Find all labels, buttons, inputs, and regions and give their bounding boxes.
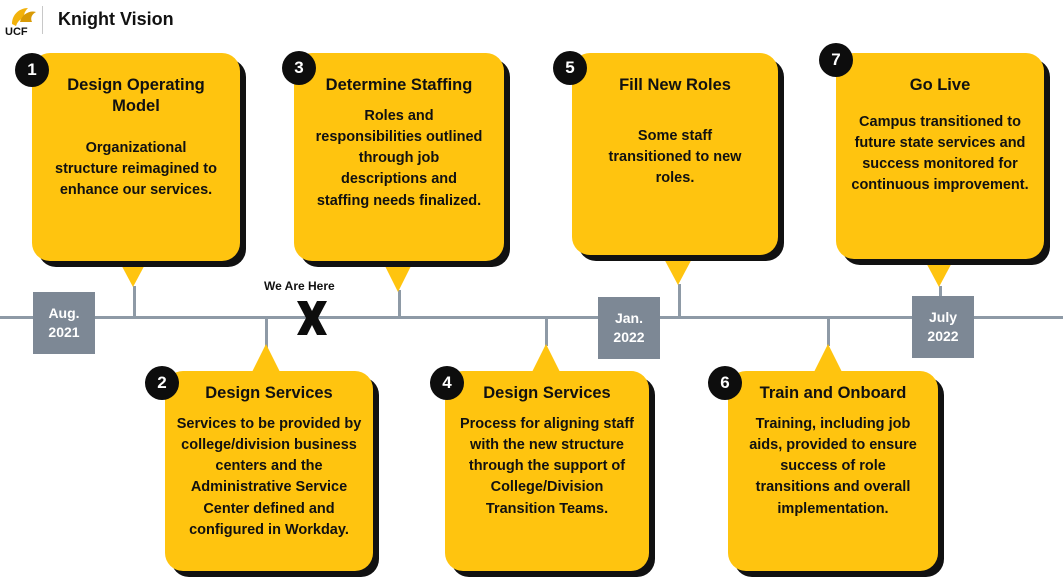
date-box-aug-2021: Aug. 2021 xyxy=(33,292,95,354)
card-5-pointer xyxy=(662,255,694,285)
date-month: Aug. xyxy=(48,305,80,322)
date-box-july-2022: July 2022 xyxy=(912,296,974,358)
step-description: Process for aligning staff with the new … xyxy=(459,416,635,517)
step-number-badge-4: 4 xyxy=(430,366,464,400)
step-title: Determine Staffing xyxy=(325,76,473,94)
step-title: Train and Onboard xyxy=(759,384,907,402)
step-card-4: Design Services Process for aligning sta… xyxy=(445,371,649,571)
card-6-pointer xyxy=(812,344,844,376)
timeline-tick-4 xyxy=(545,316,548,346)
card-4-pointer xyxy=(530,344,562,376)
step-card-6: Train and Onboard Training, including jo… xyxy=(728,371,938,571)
step-description: Training, including job aids, provided t… xyxy=(749,416,917,517)
step-card-3: Determine Staffing Roles and responsibil… xyxy=(294,53,504,261)
step-description: Roles and responsibilities outlined thro… xyxy=(315,108,483,209)
card-7-pointer xyxy=(923,257,955,287)
header: UCF Knight Vision xyxy=(0,0,400,40)
date-month: Jan. xyxy=(614,310,643,327)
timeline-line xyxy=(0,316,1063,319)
timeline-tick-5 xyxy=(678,284,681,318)
we-are-here-label: We Are Here xyxy=(264,279,335,293)
date-year: 2021 xyxy=(48,324,80,340)
step-title: Design Services xyxy=(205,384,333,402)
step-number-badge-1: 1 xyxy=(15,53,49,87)
card-3-pointer xyxy=(382,260,414,292)
step-card-7: Go Live Campus transitioned to future st… xyxy=(836,53,1044,259)
card-2-pointer xyxy=(250,344,282,376)
x-marker-icon xyxy=(297,301,327,335)
step-number-badge-5: 5 xyxy=(553,51,587,85)
step-description: Campus transitioned to future state serv… xyxy=(851,114,1029,194)
step-card-1: Design Operating Model Organizational st… xyxy=(32,53,240,261)
step-description: Some staff transitioned to new roles. xyxy=(608,128,742,187)
step-title: Design Operating Model xyxy=(67,76,205,116)
step-description: Services to be provided by college/divis… xyxy=(176,416,362,538)
step-title: Fill New Roles xyxy=(619,76,731,94)
step-number-badge-6: 6 xyxy=(708,366,742,400)
step-title: Go Live xyxy=(909,76,971,94)
date-year: 2022 xyxy=(927,328,959,344)
ucf-pegasus-logo-icon xyxy=(12,8,36,26)
timeline-tick-6 xyxy=(827,316,830,346)
timeline-tick-2 xyxy=(265,316,268,348)
logo-text: UCF xyxy=(5,26,28,38)
step-card-5: Fill New Roles Some staff transitioned t… xyxy=(572,53,778,255)
timeline-tick-3 xyxy=(398,290,401,318)
step-card-2: Design Services Services to be provided … xyxy=(165,371,373,571)
step-number-badge-2: 2 xyxy=(145,366,179,400)
step-description: Organizational structure reimagined to e… xyxy=(55,139,217,198)
timeline-tick-1 xyxy=(133,286,136,318)
date-month: July xyxy=(928,309,957,326)
page-title: Knight Vision xyxy=(58,9,174,29)
card-1-pointer xyxy=(117,257,149,287)
header-divider xyxy=(42,6,43,34)
step-number-badge-7: 7 xyxy=(819,43,853,77)
date-year: 2022 xyxy=(613,329,645,345)
step-title: Design Services xyxy=(483,384,611,402)
date-box-jan-2022: Jan. 2022 xyxy=(598,297,660,359)
step-number-badge-3: 3 xyxy=(282,51,316,85)
